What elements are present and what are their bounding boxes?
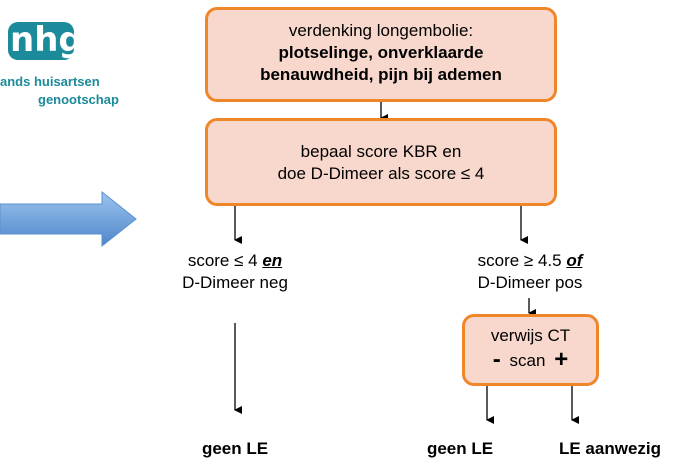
branch-right-prefix: score ≥ 4.5 bbox=[477, 251, 567, 270]
branch-right-label: score ≥ 4.5 of D-Dimeer pos bbox=[420, 250, 640, 294]
box-suspicion: verdenking longembolie: plotselinge, onv… bbox=[205, 7, 557, 102]
box-ct: verwijs CT - scan + bbox=[462, 314, 599, 386]
logo-text-line2: genootschap bbox=[38, 92, 119, 107]
ct-plus-sign: + bbox=[554, 346, 569, 373]
score-line2: doe D-Dimeer als score ≤ 4 bbox=[277, 164, 485, 183]
score-line1: bepaal score KBR en bbox=[300, 142, 462, 161]
outcome-ct-positive: LE aanwezig bbox=[558, 439, 662, 458]
ct-scan-label: scan bbox=[509, 351, 546, 370]
logo-mark-icon bbox=[8, 22, 74, 60]
ct-minus-sign: - bbox=[492, 346, 501, 373]
branch-left-line2: D-Dimeer neg bbox=[182, 273, 288, 292]
suspicion-line1: verdenking longembolie: bbox=[288, 21, 474, 40]
outcome-left: geen LE bbox=[201, 439, 269, 458]
blue-arrow-icon bbox=[0, 190, 137, 248]
branch-left-prefix: score ≤ 4 bbox=[187, 251, 263, 270]
suspicion-line2: plotselinge, onverklaarde bbox=[278, 43, 484, 62]
logo-text-line1: ands huisartsen bbox=[0, 74, 100, 89]
suspicion-line3: benauwdheid, pijn bij ademen bbox=[260, 65, 502, 84]
ct-line1: verwijs CT bbox=[490, 326, 571, 345]
branch-right-conj: of bbox=[566, 251, 583, 270]
branch-right-line2: D-Dimeer pos bbox=[477, 273, 583, 292]
box-score: bepaal score KBR en doe D-Dimeer als sco… bbox=[205, 118, 557, 206]
branch-left-label: score ≤ 4 en D-Dimeer neg bbox=[130, 250, 340, 294]
branch-left-conj: en bbox=[262, 251, 283, 270]
outcome-ct-negative: geen LE bbox=[426, 439, 494, 458]
